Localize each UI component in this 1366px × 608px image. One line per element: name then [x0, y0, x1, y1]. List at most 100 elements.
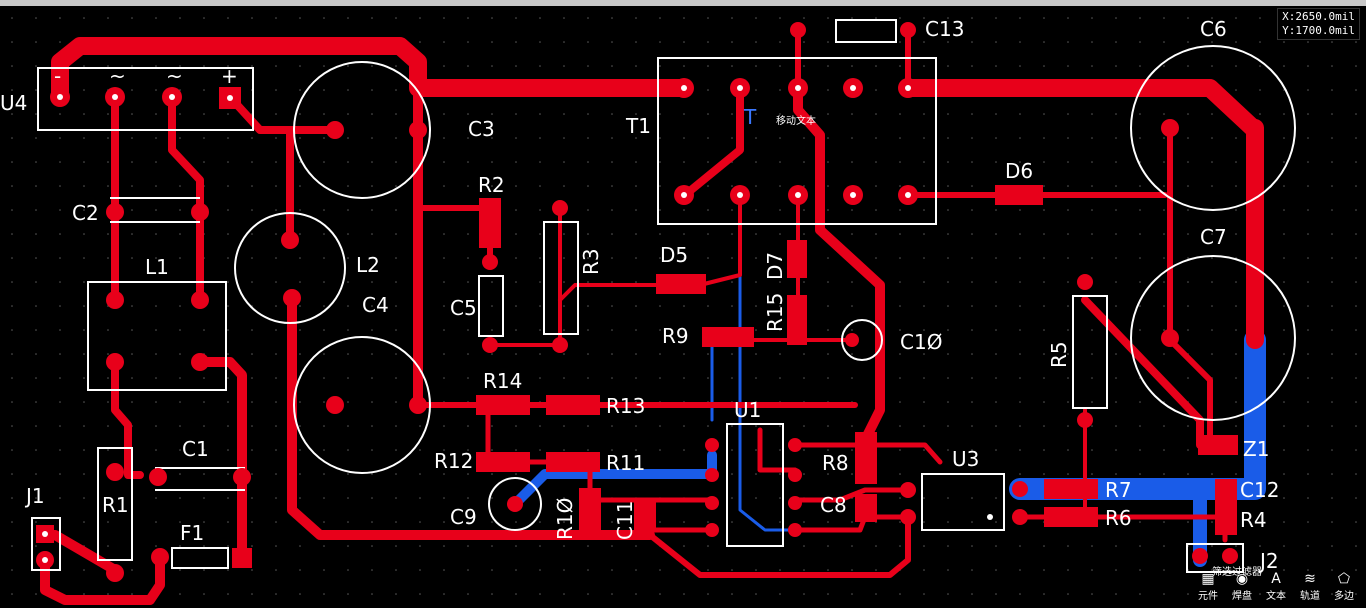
r6-pad[interactable]	[1044, 507, 1098, 527]
l2-pad-2[interactable]	[283, 289, 301, 307]
label-j2: J2	[1258, 549, 1279, 573]
c6-pad-2[interactable]	[1246, 119, 1264, 137]
label-c1: C1	[182, 437, 209, 461]
label-r8: R8	[822, 451, 849, 475]
f1-pad-1[interactable]	[151, 548, 169, 566]
c2-pad-2[interactable]	[191, 203, 209, 221]
d5-pad[interactable]	[656, 274, 706, 294]
c11-pad[interactable]	[634, 498, 656, 530]
label-d5: D5	[660, 243, 688, 267]
r1-pad-2[interactable]	[106, 564, 124, 582]
u1-pin-2[interactable]	[705, 468, 719, 482]
l1-pad-2[interactable]	[191, 291, 209, 309]
c3-pad-1[interactable]	[326, 121, 344, 139]
r9-pad[interactable]	[702, 327, 754, 347]
c13-pad-1[interactable]	[790, 22, 806, 38]
trace-t1-down[interactable]	[793, 83, 885, 445]
c13-pad-2[interactable]	[900, 22, 916, 38]
j2-pad-2[interactable]	[1222, 548, 1238, 564]
z1-pad[interactable]	[1198, 435, 1238, 455]
r2-pad[interactable]	[479, 198, 501, 248]
d7-pad[interactable]	[787, 240, 807, 278]
hole	[987, 514, 993, 520]
hole	[42, 557, 48, 563]
r10-pad[interactable]	[579, 488, 601, 540]
trace-c8-u3[interactable]	[792, 514, 911, 533]
filter-text-button[interactable]: A 文本	[1262, 571, 1290, 602]
trace-l2-bottom[interactable]	[287, 293, 655, 540]
c6-pad-1[interactable]	[1161, 119, 1179, 137]
u3-pin-4[interactable]	[1012, 509, 1028, 525]
c1-pad-2[interactable]	[233, 468, 251, 486]
u3-pin-2[interactable]	[900, 509, 916, 525]
trace-c6-z1[interactable]	[1167, 125, 1213, 448]
j2-pad-1[interactable]	[1192, 548, 1208, 564]
r8-pad[interactable]	[855, 432, 877, 484]
u1-pin-1[interactable]	[705, 438, 719, 452]
c5-pad-2[interactable]	[482, 337, 498, 353]
filter-component-button[interactable]: ▦ 元件	[1194, 571, 1222, 602]
tool-label: 文本	[1266, 591, 1286, 602]
trace-t1-inner[interactable]	[681, 84, 744, 199]
trace-hv-bus[interactable]	[899, 79, 1264, 349]
c3-pad-2[interactable]	[409, 121, 427, 139]
l1-pad-3[interactable]	[106, 353, 124, 371]
trace-d5-t1[interactable]	[698, 203, 742, 287]
bottom-trace-u1[interactable]	[738, 203, 794, 532]
r13-pad[interactable]	[546, 395, 600, 415]
c4-pad-1[interactable]	[326, 396, 344, 414]
u1-pin-3[interactable]	[705, 496, 719, 510]
r3-pad-1[interactable]	[552, 200, 568, 216]
t1-outline	[657, 57, 937, 225]
c4-pad-2[interactable]	[409, 396, 427, 414]
c7-pad-2[interactable]	[1246, 329, 1264, 347]
trace-bottom-loop[interactable]	[647, 514, 911, 578]
r4-pad[interactable]	[1215, 507, 1237, 535]
c12-pad[interactable]	[1215, 479, 1237, 507]
u1-pin-5[interactable]	[788, 523, 802, 537]
f1-pad-2[interactable]	[232, 548, 252, 568]
r14-pad[interactable]	[476, 395, 530, 415]
c8-pad[interactable]	[855, 494, 877, 522]
label-u4: U4	[0, 91, 27, 115]
label-bridge-minus: -	[54, 64, 61, 88]
u3-pin-1[interactable]	[900, 482, 916, 498]
l2-pad-1[interactable]	[281, 231, 299, 249]
c1-pad-1[interactable]	[149, 468, 167, 486]
filter-track-button[interactable]: ≋ 轨道	[1296, 571, 1324, 602]
c9-pad[interactable]	[507, 496, 523, 512]
d6-pad[interactable]	[995, 185, 1043, 205]
trace-c8[interactable]	[792, 487, 911, 503]
r12-pad[interactable]	[476, 452, 530, 472]
filter-polygon-button[interactable]: ⬠ 多边	[1330, 571, 1358, 602]
r3-pad-2[interactable]	[552, 337, 568, 353]
c2-pad-1[interactable]	[106, 203, 124, 221]
filter-pad-button[interactable]: ◉ 焊盘	[1228, 571, 1256, 602]
l1-pad-4[interactable]	[191, 353, 209, 371]
c7-pad-1[interactable]	[1161, 329, 1179, 347]
r11-pad[interactable]	[546, 452, 600, 472]
trace-ac2[interactable]	[168, 93, 204, 304]
u1-pin-7[interactable]	[788, 468, 802, 482]
r1-pad-1[interactable]	[106, 463, 124, 481]
trace-r8-u3[interactable]	[792, 442, 943, 465]
u1-pin-6[interactable]	[788, 496, 802, 510]
pcb-canvas[interactable]: U4 - ~ ~ + C3 C2 L1 L2 C4 R2 R3 C5 T1 T …	[0, 6, 1366, 608]
u1-pin-4[interactable]	[705, 523, 719, 537]
r5-pad-2[interactable]	[1077, 412, 1093, 428]
l1-pad-1[interactable]	[106, 291, 124, 309]
trace-j1-f1[interactable]	[40, 550, 165, 605]
r15-pad[interactable]	[787, 295, 807, 345]
c10-pad[interactable]	[845, 333, 859, 347]
trace-l1-f1[interactable]	[195, 357, 247, 560]
r5-pad-1[interactable]	[1077, 274, 1093, 290]
filter-label[interactable]: 筛选过滤器	[1212, 567, 1262, 578]
trace-r3-d5[interactable]	[558, 283, 662, 302]
u3-pin-3[interactable]	[1012, 481, 1028, 497]
bottom-trace-c9[interactable]	[510, 450, 717, 509]
c5-pad-1[interactable]	[482, 254, 498, 270]
hole	[850, 85, 856, 91]
r7-pad[interactable]	[1044, 479, 1098, 499]
label-c2: C2	[72, 201, 99, 225]
u1-pin-8[interactable]	[788, 438, 802, 452]
